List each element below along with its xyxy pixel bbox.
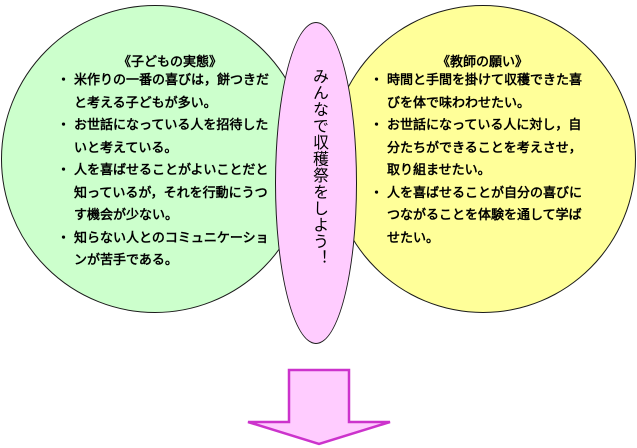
down-arrow-icon (247, 368, 391, 446)
teacher-wishes-item: 人を喜ばせることが自分の喜びにつながることを体験を通して学ばせたい。 (370, 183, 594, 251)
children-situation-item: 人を喜ばせることがよいことだと知っているが，それを行動にうつす機会が少ない。 (57, 160, 277, 228)
children-situation-item: お世話になっている人を招待したいと考えている。 (57, 115, 277, 160)
teacher-wishes-item: 時間と手間を掛けて収穫できた喜びを体で味わわせたい。 (370, 70, 594, 115)
down-arrow-shape (247, 368, 391, 446)
children-situation-title: 《子どもの実態》 (118, 55, 223, 70)
theme-text: みんなで収穫祭をしよう！ (310, 68, 329, 266)
teacher-wishes-title: 《教師の願い》 (437, 55, 529, 70)
children-situation-item: 知らない人とのコミュニケーションが苦手である。 (57, 228, 277, 273)
teacher-wishes-item: お世話になっている人に対し，自分たちができることを考えさせ，取り組ませたい。 (370, 115, 594, 183)
teacher-wishes-list: 時間と手間を掛けて収穫できた喜びを体で味わわせたい。 お世話になっている人に対し… (370, 70, 594, 250)
children-situation-list: 米作りの一番の喜びは，餅つきだと考える子どもが多い。 お世話になっている人を招待… (57, 70, 277, 273)
theme-ellipse (275, 22, 357, 344)
children-situation-item: 米作りの一番の喜びは，餅つきだと考える子どもが多い。 (57, 70, 277, 115)
